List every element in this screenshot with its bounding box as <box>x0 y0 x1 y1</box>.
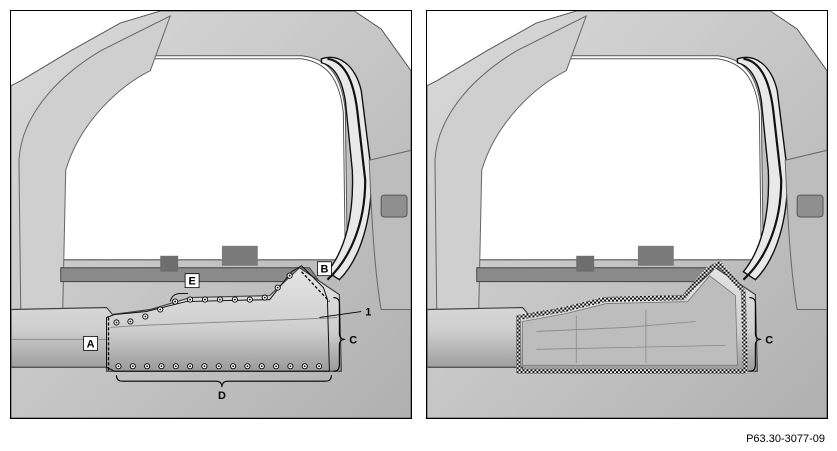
weld-point-center <box>204 298 206 301</box>
weld-point-center <box>117 365 120 368</box>
weld-point-center <box>289 365 292 368</box>
a-pillar <box>434 14 588 331</box>
weld-point-center <box>303 365 306 368</box>
callout-c: C <box>349 334 357 346</box>
rear-slot <box>796 194 824 218</box>
weld-point-center <box>318 365 320 368</box>
weld-point-center <box>159 308 162 311</box>
weld-point-center <box>263 296 266 299</box>
weld-point-center <box>144 315 147 318</box>
weld-point-center <box>203 365 206 368</box>
weld-point-center <box>174 300 177 303</box>
leader-part-1 <box>319 311 362 318</box>
weld-point-center <box>219 298 221 301</box>
inner-reinforcement-detail <box>536 309 726 364</box>
weld-point-center <box>276 286 279 289</box>
callout-e-box <box>184 273 200 289</box>
brace-c <box>333 297 346 372</box>
callout-c: C <box>765 334 773 346</box>
weld-point-center <box>189 298 192 301</box>
weld-point-center <box>288 274 291 277</box>
weld-point-center <box>260 365 263 368</box>
seat-bracket-right <box>637 245 674 266</box>
panel-right-repair-section: C <box>426 10 828 419</box>
weld-points-lower-row <box>115 363 323 370</box>
weld-points-upper-row <box>113 272 293 326</box>
callout-d: D <box>218 390 226 402</box>
figure-id: P63.30-3077-09 <box>746 433 825 445</box>
body-side-illustration-right: C <box>427 11 827 418</box>
section-cut-boundary <box>516 261 748 374</box>
weld-point-center <box>174 365 177 368</box>
panel-left-weld-points: A B E C D 1 <box>10 10 412 419</box>
seat-bracket-left <box>576 255 595 272</box>
a-pillar <box>18 14 172 331</box>
brace-c <box>749 297 762 372</box>
b-pillar-edge <box>326 57 367 281</box>
weld-point-center <box>275 365 277 368</box>
seat-bracket-right <box>221 245 258 266</box>
seat-bracket-left <box>160 255 179 272</box>
callout-b-box <box>317 261 332 277</box>
weld-point-center <box>232 365 234 368</box>
weld-point-center <box>131 365 134 368</box>
weld-point-center <box>115 321 118 324</box>
callout-a-box <box>83 335 98 351</box>
weld-point-center <box>189 365 192 368</box>
body-side-illustration-left: A B E C D 1 <box>11 11 411 418</box>
callout-a: A <box>87 338 95 350</box>
weld-point-center <box>160 365 163 368</box>
separation-line-b <box>301 271 330 303</box>
callout-part-1: 1 <box>365 306 371 318</box>
rear-slot <box>380 194 408 218</box>
rear-quarter <box>784 149 827 311</box>
b-pillar-edge <box>742 57 783 281</box>
rear-quarter <box>368 149 411 311</box>
weld-point-center <box>233 298 236 301</box>
weld-point-center <box>129 320 132 323</box>
repair-area-outline <box>106 265 330 372</box>
weld-point-center <box>146 365 149 368</box>
callout-e: E <box>188 276 195 288</box>
weld-point-center <box>246 365 249 368</box>
weld-point-center <box>248 298 251 301</box>
weld-point-center <box>217 365 220 368</box>
brace-e <box>169 293 189 302</box>
brace-d <box>115 375 332 388</box>
callout-b: B <box>320 264 328 276</box>
